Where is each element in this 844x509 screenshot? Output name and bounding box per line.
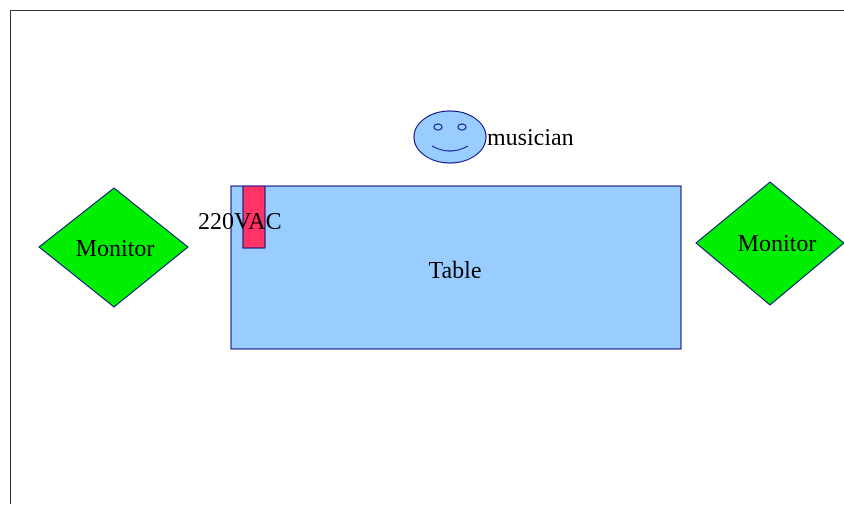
monitor-right-label: Monitor xyxy=(738,231,817,257)
musician-label: musician xyxy=(487,125,574,151)
smiley-face-icon xyxy=(414,111,486,163)
power-label: 220VAC xyxy=(198,209,282,235)
monitor-left-label: Monitor xyxy=(76,236,155,262)
table-label: Table xyxy=(429,258,482,284)
